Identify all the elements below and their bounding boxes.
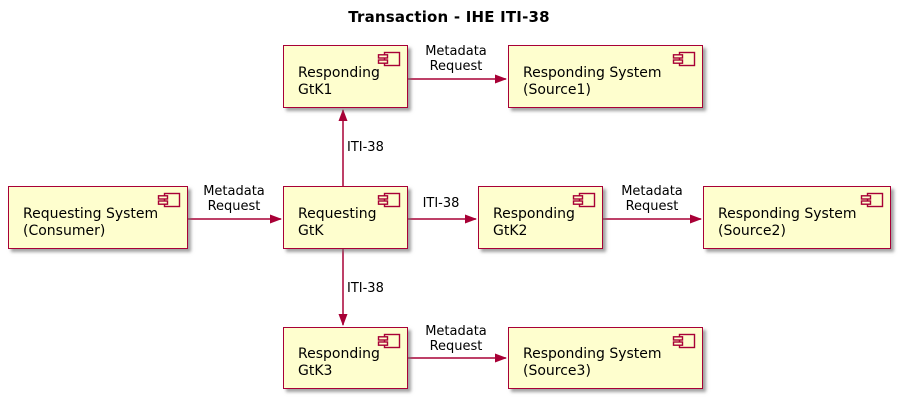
node-label: Responding System (Source2) (718, 205, 857, 239)
edge-label-metadata-request-source2: Metadata Request (621, 184, 683, 214)
node-requesting-gtk: Requesting GtK (283, 186, 408, 249)
node-responding-gtk2: Responding GtK2 (478, 186, 603, 249)
edge-label-iti38-up: ITI-38 (347, 140, 384, 155)
node-responding-system-source1: Responding System (Source1) (508, 45, 703, 108)
edge-label-metadata-request-source3: Metadata Request (425, 324, 487, 354)
edge-label-metadata-request-consumer: Metadata Request (203, 184, 265, 214)
node-requesting-system-consumer: Requesting System (Consumer) (8, 186, 188, 249)
node-label: Responding GtK2 (493, 205, 575, 239)
edge-label-iti38-right: ITI-38 (422, 196, 460, 211)
component-icon (377, 51, 401, 67)
node-label: Requesting GtK (298, 205, 377, 239)
component-icon (572, 192, 596, 208)
node-label: Requesting System (Consumer) (23, 205, 159, 239)
component-icon (377, 333, 401, 349)
node-responding-gtk1: Responding GtK1 (283, 45, 408, 108)
component-icon (157, 192, 181, 208)
edge-label-iti38-down: ITI-38 (347, 281, 384, 296)
component-icon (377, 192, 401, 208)
node-responding-system-source3: Responding System (Source3) (508, 327, 703, 389)
diagram-title: Transaction - IHE ITI-38 (348, 8, 550, 26)
node-label: Responding GtK3 (298, 346, 380, 379)
edge-label-metadata-request-source1: Metadata Request (425, 44, 487, 74)
node-label: Responding System (Source1) (523, 64, 662, 98)
node-responding-gtk3: Responding GtK3 (283, 327, 408, 389)
node-label: Responding GtK1 (298, 64, 380, 98)
node-responding-system-source2: Responding System (Source2) (703, 186, 891, 249)
component-icon (860, 192, 884, 208)
component-icon (672, 51, 696, 67)
node-label: Responding System (Source3) (523, 346, 662, 379)
component-icon (672, 333, 696, 349)
